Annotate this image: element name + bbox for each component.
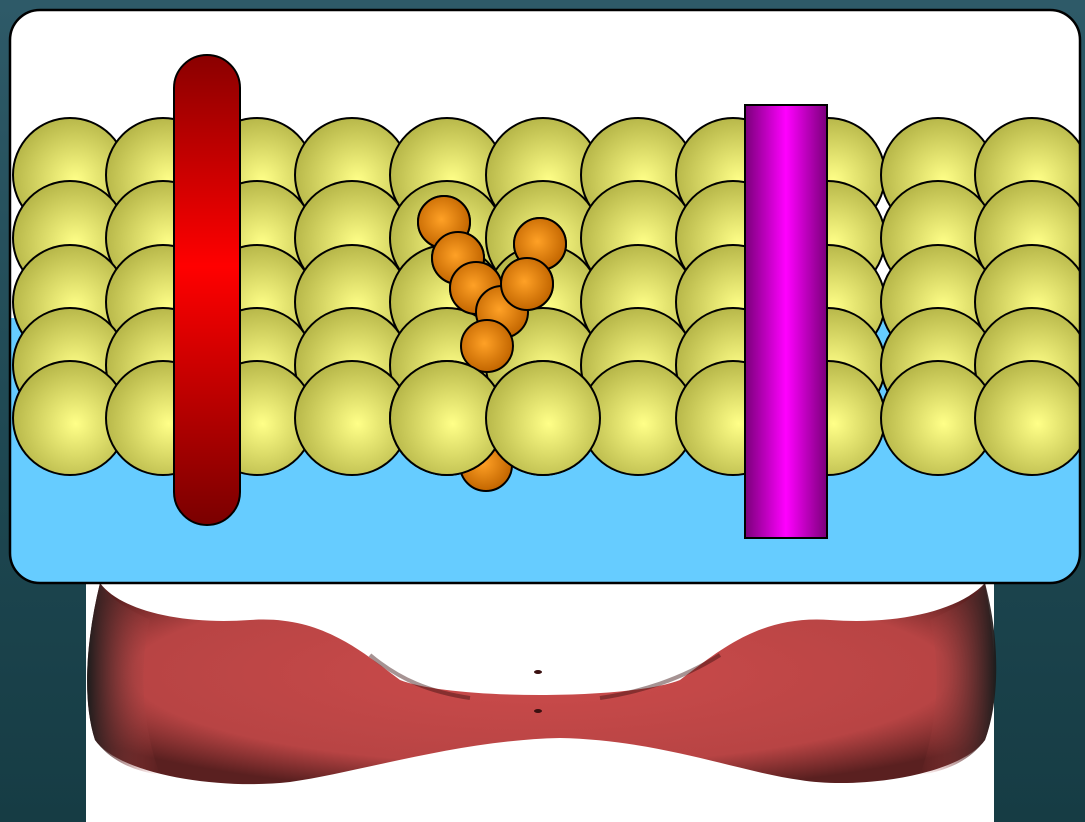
cell-center-dot-lower bbox=[534, 709, 542, 713]
lipid-head-r2-c11 bbox=[975, 361, 1085, 475]
chain-bead-top-5 bbox=[461, 320, 513, 372]
lipid-cover-2 bbox=[486, 361, 600, 475]
rounded-red-protein bbox=[174, 55, 240, 525]
red-blood-cell-shape bbox=[86, 583, 996, 822]
magenta-rod-protein bbox=[745, 105, 827, 538]
cell-center-dot-upper bbox=[534, 670, 542, 674]
membrane-panel bbox=[10, 10, 1085, 583]
chain-bead-top-7 bbox=[501, 258, 553, 310]
